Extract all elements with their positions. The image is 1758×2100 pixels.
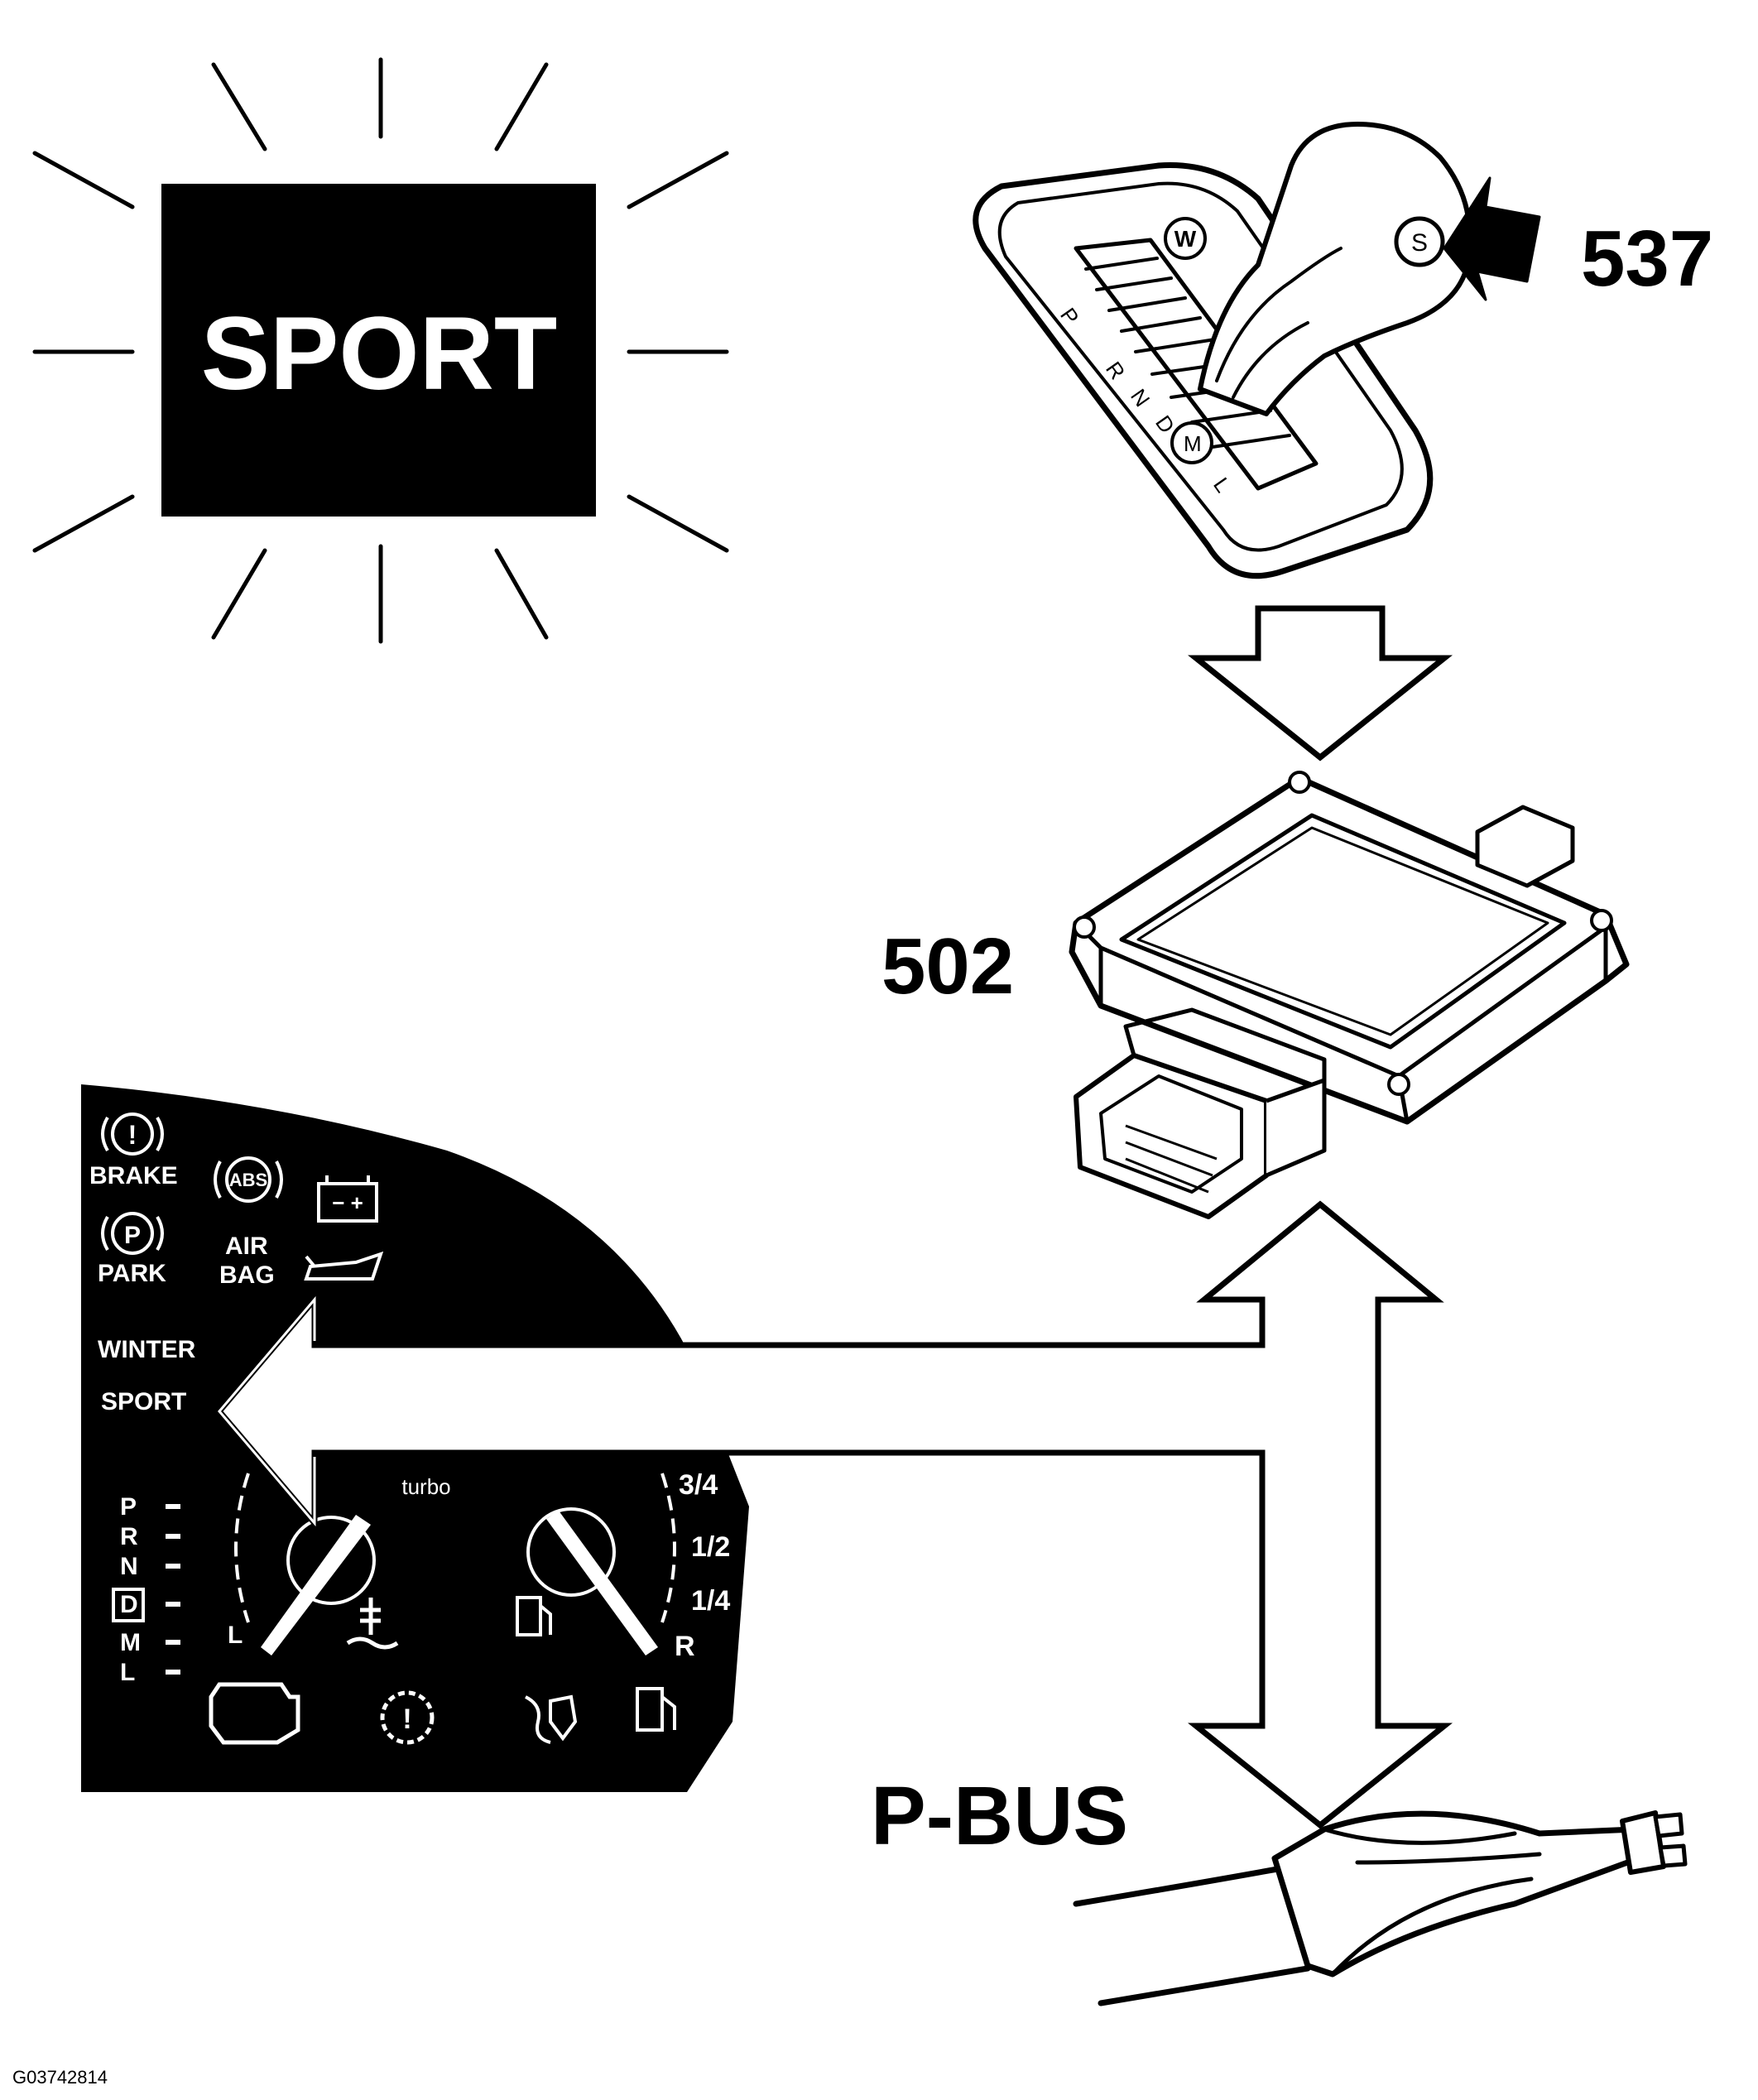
sport-lamp: [161, 184, 596, 517]
coolant-temperature-icon: [346, 1598, 399, 1650]
callout-p-bus: P-BUS: [871, 1770, 1128, 1862]
manual-mode-marker: [1170, 421, 1213, 464]
harness-wire-lower: [1098, 1965, 1311, 2006]
brake-warning-icon: [111, 1112, 154, 1156]
cluster-warning-label: AIR: [225, 1233, 268, 1260]
boost-gauge-needle: [261, 1515, 371, 1655]
selector-lever: [1198, 122, 1472, 416]
bus-signal-arrow: [215, 1200, 1453, 1829]
cluster-gear-letter: R: [120, 1523, 138, 1550]
battery-icon: [317, 1182, 378, 1223]
harness-wire-upper: [1073, 1863, 1294, 1907]
cluster-mode-label: WINTER: [98, 1336, 196, 1363]
abs-icon-label: ABS: [229, 1170, 267, 1190]
fuel-gauge-hub: [526, 1507, 616, 1597]
winter-button-icon: [1164, 217, 1207, 260]
active-gear-box: [112, 1588, 145, 1622]
cluster-gear-letter: P: [120, 1493, 137, 1521]
stability-warning-icon: [525, 1694, 578, 1744]
boost-gauge-mark: L: [228, 1622, 243, 1649]
sport-button-icon: [1394, 216, 1445, 267]
cluster-gear-letter: M: [120, 1629, 141, 1656]
sport-button-letter: S: [1411, 229, 1428, 257]
park-brake-icon: [111, 1212, 154, 1255]
fuel-gauge-mark: 1/4: [691, 1585, 730, 1617]
cluster-gear-letter: N: [120, 1553, 138, 1580]
service-warning-icon: [380, 1690, 435, 1745]
selector-gear-letter: M: [1184, 431, 1202, 456]
service-warning-mark: !: [402, 1704, 411, 1735]
fuel-gauge-mark: 1/2: [691, 1531, 730, 1563]
fuel-gauge-mark: R: [675, 1631, 695, 1662]
gauge-bezel-right: [660, 1473, 676, 1623]
indicator-rays: [32, 57, 729, 644]
brake-icon-mark: !: [128, 1120, 137, 1150]
cluster-mode-label: SPORT: [101, 1388, 186, 1415]
selector-gate: [1074, 238, 1318, 491]
cluster-gear-letter: D: [120, 1591, 138, 1618]
check-engine-icon: [209, 1682, 300, 1745]
cluster-warning-label: PARK: [98, 1260, 166, 1287]
abs-warning-icon: [225, 1156, 271, 1203]
callout-502: 502: [881, 922, 1014, 1011]
boost-gauge-label: turbo: [401, 1474, 450, 1499]
fuel-gauge-needle: [546, 1511, 658, 1655]
battery-icon-mark: − +: [332, 1190, 363, 1215]
winter-button-letter: W: [1174, 226, 1197, 252]
cluster-warning-label: BRAKE: [89, 1162, 178, 1189]
sport-indicator: SPORT: [32, 57, 729, 644]
low-fuel-icon: [636, 1687, 664, 1732]
sport-lamp-label: SPORT: [201, 296, 558, 411]
cluster-gear-letter: L: [120, 1659, 135, 1686]
callout-537: 537: [1581, 214, 1713, 303]
figure-id: G03742814: [12, 2067, 108, 2088]
p-bus-harness: [1073, 1810, 1688, 2006]
cluster-warning-label: BAG: [219, 1261, 275, 1289]
park-icon-mark: P: [124, 1222, 141, 1249]
flow-arrow-down: [1188, 605, 1453, 762]
sport-button-pointer-arrow: [1443, 176, 1541, 301]
gauge-bezel-left: [234, 1473, 250, 1623]
control-module: [1069, 771, 1630, 1219]
fuel-pump-icon: [516, 1596, 542, 1636]
boost-gauge-hub: [286, 1516, 376, 1605]
gear-selector: W S P R N D M L: [973, 122, 1541, 579]
fuel-gauge-mark: 3/4: [679, 1469, 718, 1501]
oil-pressure-icon: [304, 1251, 384, 1281]
